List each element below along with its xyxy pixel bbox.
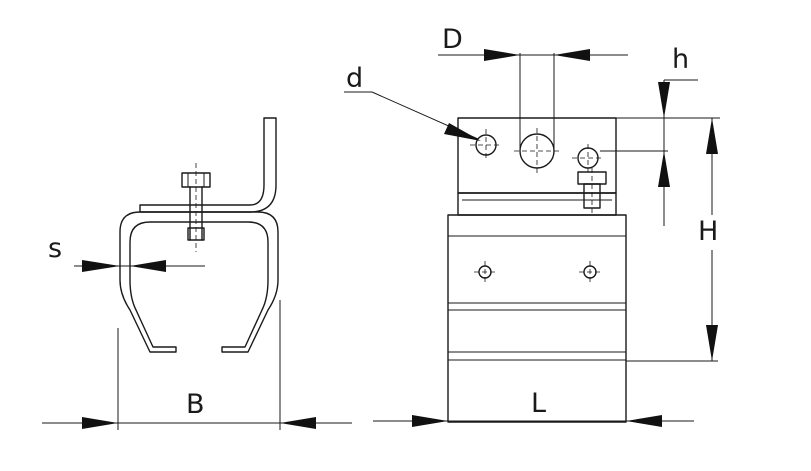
axle-right bbox=[579, 261, 601, 283]
dim-label-D: D bbox=[442, 24, 463, 55]
trolley-body bbox=[447, 214, 627, 423]
axle-left bbox=[474, 261, 496, 283]
side-view: D d h H L bbox=[344, 24, 720, 427]
hole-D bbox=[514, 128, 560, 175]
dim-label-H: H bbox=[698, 216, 718, 247]
dim-label-B: B bbox=[186, 389, 205, 420]
dim-label-s: s bbox=[48, 233, 62, 264]
hole-small bbox=[572, 144, 604, 172]
hole-d bbox=[470, 129, 502, 161]
dim-label-h: h bbox=[672, 44, 689, 75]
dim-label-L: L bbox=[531, 388, 546, 419]
end-view: s B bbox=[42, 117, 352, 430]
mounting-bracket bbox=[139, 117, 277, 213]
dim-label-d: d bbox=[346, 63, 363, 94]
bolt-nut bbox=[187, 227, 205, 241]
rail-profile bbox=[119, 211, 279, 353]
